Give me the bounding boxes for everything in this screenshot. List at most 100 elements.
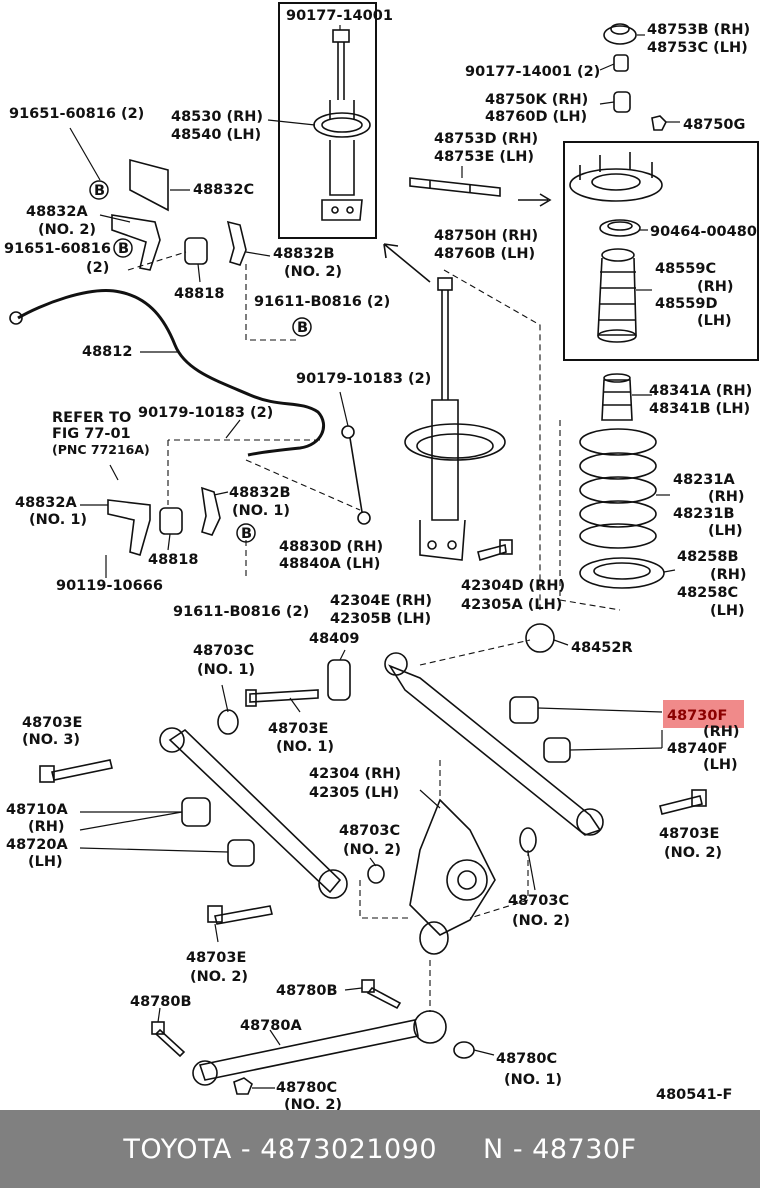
label-bracket-rh[interactable]: 48753D (RH) <box>434 131 538 147</box>
label-washer[interactable]: 90464-00480 <box>650 224 757 240</box>
label-support-lh[interactable]: 48760B (LH) <box>434 246 535 262</box>
label-cam-48703c-no2-b[interactable]: 48703C <box>508 893 569 909</box>
label-boot-lh[interactable]: 48559D <box>655 296 717 312</box>
label-bolt-42305a-lh[interactable]: 42305A (LH) <box>461 597 562 613</box>
label-bushing-lh[interactable]: 48760D (LH) <box>485 109 587 125</box>
label-nut-48750g[interactable]: 48750G <box>683 117 745 133</box>
label-bolt-91611-top[interactable]: 91611-B0816 (2) <box>254 294 390 310</box>
label-arm-rh[interactable]: (RH) <box>703 724 740 740</box>
label-cam-48703c-no1[interactable]: 48703C <box>193 643 254 659</box>
label-cap-lh[interactable]: 48753C (LH) <box>647 40 748 56</box>
label-arm-48740f[interactable]: 48740F <box>667 741 727 757</box>
label-washer-48409[interactable]: 48409 <box>309 631 359 647</box>
label-cap-rh[interactable]: 48753B (RH) <box>647 22 750 38</box>
label-bolt-48780b-left[interactable]: 48780B <box>130 994 192 1010</box>
label-strut-top-bolt[interactable]: 90177-14001 <box>286 8 393 24</box>
label-no2-d[interactable]: (NO. 2) <box>664 845 722 861</box>
label-nut-42304e-rh[interactable]: 42304E (RH) <box>330 593 432 609</box>
label-arm-48720a[interactable]: 48720A <box>6 837 68 853</box>
label-insulator-rh-side[interactable]: (RH) <box>710 567 747 583</box>
nut-48780c-no2-drawing <box>233 1077 253 1095</box>
label-link-lh[interactable]: 48840A (LH) <box>279 556 380 572</box>
strut-assembly-drawing <box>313 29 371 221</box>
label-no2-a[interactable]: (NO. 2) <box>38 222 96 238</box>
label-no2-b[interactable]: (NO. 2) <box>284 264 342 280</box>
label-strut-lh[interactable]: 48540 (LH) <box>171 127 261 143</box>
label-strut-rh[interactable]: 48530 (RH) <box>171 109 263 125</box>
label-arm-48730f[interactable]: 48730F <box>667 708 727 724</box>
label-no3[interactable]: (NO. 3) <box>22 732 80 748</box>
label-nut-48780c-no2[interactable]: 48780C <box>276 1080 337 1096</box>
label-arm-48710a[interactable]: 48710A <box>6 802 68 818</box>
label-bushing-48818-top[interactable]: 48818 <box>174 286 224 302</box>
label-no1-b[interactable]: (NO. 1) <box>232 503 290 519</box>
label-bolt-91651-a[interactable]: 91651-60816 (2) <box>9 106 144 122</box>
label-knuckle-rh[interactable]: 42304 (RH) <box>309 766 401 782</box>
label-bolt-48703e-no2-left[interactable]: 48703E <box>186 950 246 966</box>
label-stabilizer-bar[interactable]: 48812 <box>82 344 132 360</box>
label-spring-lh-side[interactable]: (LH) <box>708 523 743 539</box>
label-bumper-rh[interactable]: 48341A (RH) <box>649 383 752 399</box>
label-link-rh[interactable]: 48830D (RH) <box>279 539 383 555</box>
bracket-no1-b-drawing <box>201 486 221 536</box>
label-bushing-48818-bottom[interactable]: 48818 <box>148 552 198 568</box>
bolt-48703e-right-drawing <box>659 789 707 815</box>
upper-support-drawing <box>569 152 663 202</box>
label-nut-42305b-lh[interactable]: 42305B (LH) <box>330 611 431 627</box>
label-bolt-42304d-rh[interactable]: 42304D (RH) <box>461 578 565 594</box>
label-arm-48710a-side[interactable]: (RH) <box>28 819 65 835</box>
label-no2-g[interactable]: (NO. 2) <box>284 1097 342 1110</box>
label-boot-lh-side[interactable]: (LH) <box>697 313 732 329</box>
label-no1-c[interactable]: (NO. 1) <box>197 662 255 678</box>
label-nut-90179-a[interactable]: 90179-10183 (2) <box>296 371 431 387</box>
label-strut-rod[interactable]: 48780A <box>240 1018 302 1034</box>
label-refer-to-3[interactable]: (PNC 77216A) <box>52 442 150 457</box>
label-bracket-48832b-no2[interactable]: 48832B <box>273 246 335 262</box>
label-bushing-48452r[interactable]: 48452R <box>571 640 633 656</box>
label-no1-e[interactable]: (NO. 1) <box>504 1072 562 1088</box>
label-qty-2[interactable]: (2) <box>86 260 109 276</box>
label-boot-rh[interactable]: 48559C <box>655 261 716 277</box>
label-bolt-90119[interactable]: 90119-10666 <box>56 578 163 594</box>
label-insulator-lh-side[interactable]: (LH) <box>710 603 745 619</box>
label-bracket-48832a-no2[interactable]: 48832A <box>26 204 88 220</box>
label-spring-lh[interactable]: 48231B <box>673 506 735 522</box>
label-bracket-48832a-no1[interactable]: 48832A <box>15 495 77 511</box>
label-bushing-rh[interactable]: 48750K (RH) <box>485 92 588 108</box>
label-nut-48780c-no1[interactable]: 48780C <box>496 1051 557 1067</box>
label-insulator-lh[interactable]: 48258C <box>677 585 738 601</box>
label-nut-top[interactable]: 90177-14001 (2) <box>465 64 600 80</box>
label-cam-48703c-no2-a[interactable]: 48703C <box>339 823 400 839</box>
bolt-48703e-left-drawing <box>207 905 273 925</box>
bolt-48703e-no3-drawing <box>39 759 113 783</box>
label-refer-to-1[interactable]: REFER TO <box>52 410 131 426</box>
label-bolt-91651-b[interactable]: 91651-60816 <box>4 241 111 257</box>
label-arm-48720a-side[interactable]: (LH) <box>28 854 63 870</box>
label-bolt-48703e-no1[interactable]: 48703E <box>268 721 328 737</box>
footer-n: N - <box>483 1133 533 1165</box>
label-nut-90179-b[interactable]: 90179-10183 (2) <box>138 405 273 421</box>
label-bracket-lh[interactable]: 48753E (LH) <box>434 149 534 165</box>
label-no1-a[interactable]: (NO. 1) <box>29 512 87 528</box>
label-arm-lh[interactable]: (LH) <box>703 757 738 773</box>
label-bracket-48832c[interactable]: 48832C <box>193 182 254 198</box>
label-refer-to-2[interactable]: FIG 77-01 <box>52 426 131 442</box>
footer-sep-1: - <box>231 1133 261 1165</box>
label-support-rh[interactable]: 48750H (RH) <box>434 228 538 244</box>
label-bumper-lh[interactable]: 48341B (LH) <box>649 401 750 417</box>
label-insulator-rh[interactable]: 48258B <box>677 549 739 565</box>
label-bolt-91611-bottom[interactable]: 91611-B0816 (2) <box>173 604 309 620</box>
label-bolt-48780b-mid[interactable]: 48780B <box>276 983 338 999</box>
label-no2-e[interactable]: (NO. 2) <box>512 913 570 929</box>
label-no1-d[interactable]: (NO. 1) <box>276 739 334 755</box>
label-knuckle-lh[interactable]: 42305 (LH) <box>309 785 399 801</box>
label-bracket-48832b-no1[interactable]: 48832B <box>229 485 291 501</box>
bushing-arm-rh-drawing <box>509 696 539 724</box>
label-bolt-48703e-no3[interactable]: 48703E <box>22 715 82 731</box>
label-bolt-48703e-no2-right[interactable]: 48703E <box>659 826 719 842</box>
label-spring-rh-side[interactable]: (RH) <box>708 489 745 505</box>
label-no2-f[interactable]: (NO. 2) <box>190 969 248 985</box>
label-spring-rh[interactable]: 48231A <box>673 472 735 488</box>
label-no2-c[interactable]: (NO. 2) <box>343 842 401 858</box>
label-boot-rh-side[interactable]: (RH) <box>697 279 734 295</box>
